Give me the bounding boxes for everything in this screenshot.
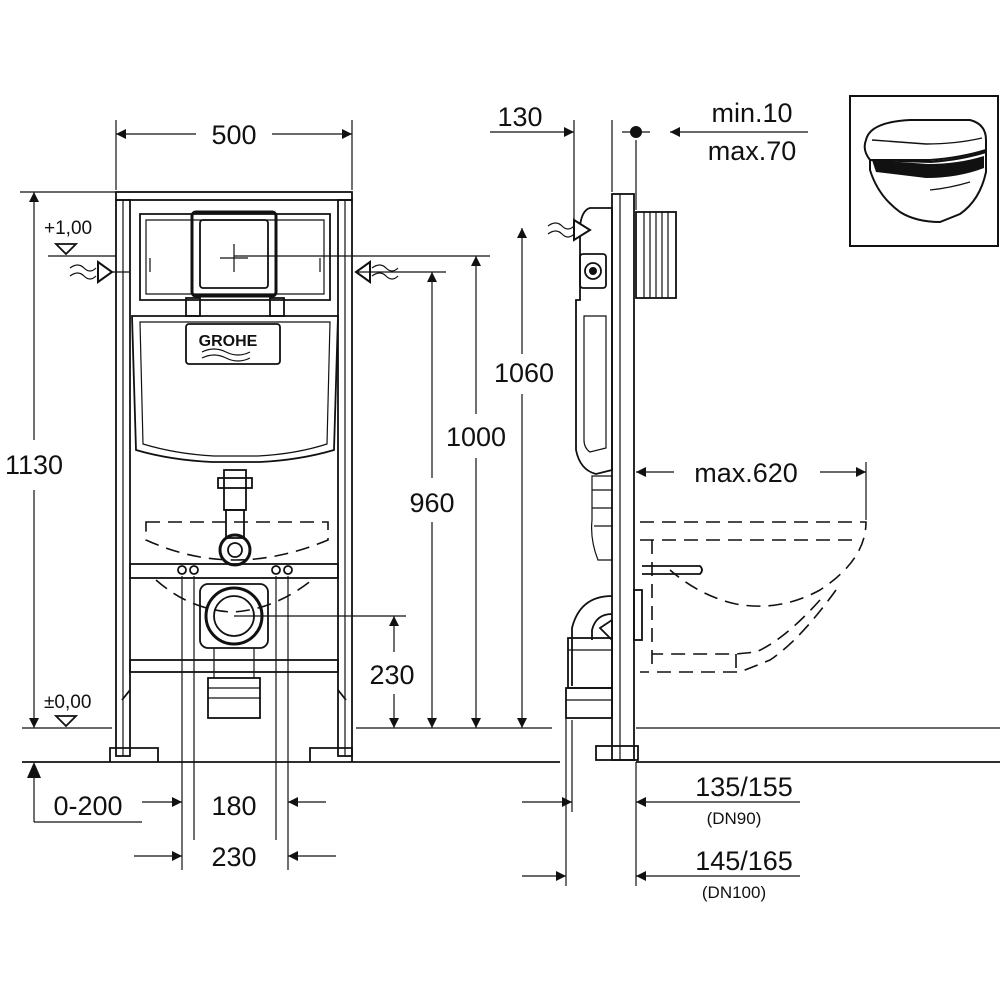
bowl-outline-dashed	[145, 521, 329, 561]
waste-pipe-side	[565, 589, 643, 719]
dim-bowl-projection: max.620	[636, 458, 867, 520]
water-inlet-side-icon	[547, 218, 592, 242]
dim-depth-130-label: 130	[497, 102, 542, 132]
frame-side-profile	[595, 193, 639, 761]
side-view: 130 min.10 max.70 max.620 135/155 (DN9	[490, 98, 1000, 902]
bowl-side-dashed	[640, 521, 867, 673]
dim-height-960-label: 960	[409, 488, 454, 518]
dim-cover-range: min.10 max.70	[622, 98, 808, 210]
flush-pipe	[217, 469, 253, 567]
dim-cover-max-label: max.70	[708, 136, 797, 166]
dim-height-1000-label: 1000	[446, 422, 506, 452]
dim-height-1060: 1060	[494, 228, 554, 728]
level-floor: ±0,00	[44, 692, 91, 728]
dim-frame-width-label: 500	[211, 120, 256, 150]
flush-actuator-side	[635, 211, 677, 299]
bowl-curve-dashed	[155, 579, 313, 613]
dim-bowl-projection-label: max.620	[694, 458, 798, 488]
mounting-bolts	[177, 565, 293, 840]
dim-height-1060-label: 1060	[494, 358, 554, 388]
dim-dn100: 145/165 (DN100)	[522, 718, 800, 902]
dim-bolt-180-label: 180	[211, 791, 256, 821]
dim-dn100-label: (DN100)	[702, 883, 766, 902]
grohe-logo: GROHE	[199, 333, 258, 350]
dim-height-1000: 1000	[234, 255, 506, 728]
dim-total-height: 1130	[5, 191, 116, 728]
dim-bolt-180: 180	[211, 791, 326, 821]
cistern: GROHE	[131, 210, 339, 463]
dim-frame-width: 500	[115, 120, 353, 190]
level-floor-label: ±0,00	[44, 692, 91, 713]
dim-dn90: 135/155 (DN90)	[522, 720, 800, 886]
front-view: GROHE	[5, 120, 560, 872]
wall-hung-toilet-thumbnail	[849, 95, 999, 247]
dim-bolt-230-label: 230	[211, 842, 256, 872]
dim-dn90-label: (DN90)	[707, 809, 762, 828]
dim-cover-min-label: min.10	[711, 98, 792, 128]
dim-wall-offset-label: 0-200	[53, 791, 122, 821]
flush-plate-opening	[190, 210, 278, 298]
dim-total-height-label: 1130	[5, 450, 63, 480]
dim-dn100-size-label: 145/165	[695, 846, 793, 876]
installation-frame	[109, 191, 353, 762]
waste-pipe	[199, 583, 269, 719]
dim-depth-130: 130	[490, 102, 613, 226]
dim-bolt-230: 230	[134, 840, 336, 872]
dim-height-960: 960	[356, 271, 455, 728]
cistern-side	[575, 207, 613, 561]
dim-outlet-height: 230	[234, 615, 415, 728]
grohe-logo-plate	[185, 323, 281, 365]
level-upper-label: +1,00	[44, 218, 92, 239]
dim-outlet-height-label: 230	[369, 660, 414, 690]
level-upper: +1,00	[44, 218, 116, 257]
water-inlet-left-icon	[69, 260, 130, 284]
dim-dn90-size-label: 135/155	[695, 772, 793, 802]
dim-wall-offset: 0-200	[27, 762, 182, 823]
